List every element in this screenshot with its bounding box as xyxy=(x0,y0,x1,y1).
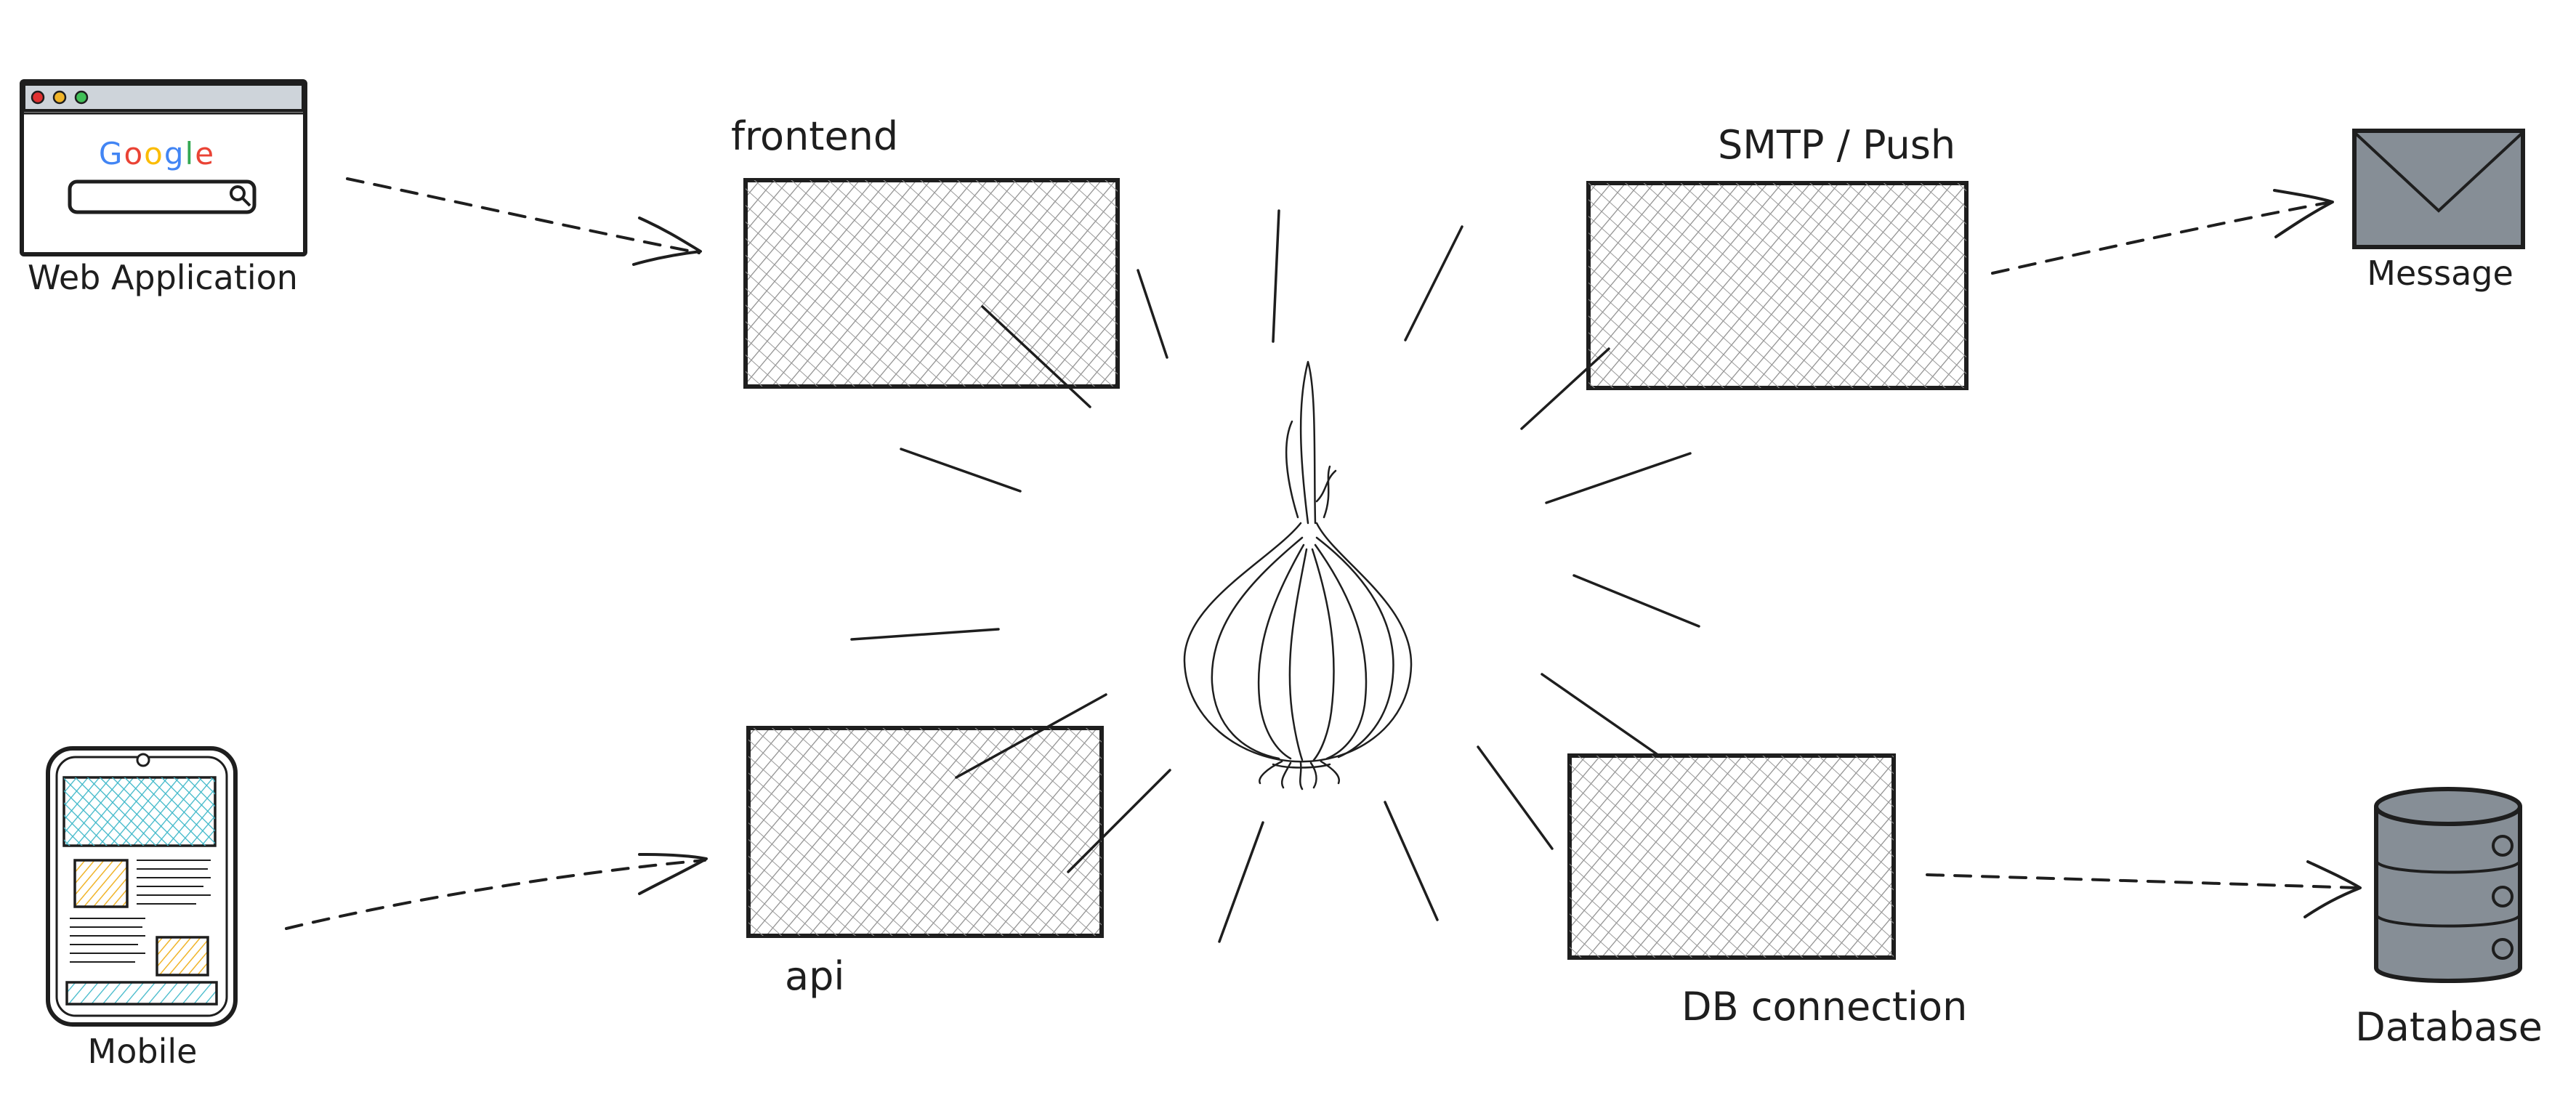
smtp-push-label: SMTP / Push xyxy=(1718,122,1955,168)
search-logo: Google xyxy=(99,136,215,171)
database-label: Database xyxy=(2355,1004,2543,1050)
smtp-push-node: SMTP / Push xyxy=(1586,122,1969,390)
mobile-node: Mobile xyxy=(46,746,238,1071)
arrow-mobile-to-api xyxy=(285,853,708,930)
web-application-label: Web Application xyxy=(28,258,298,297)
search-bar xyxy=(68,179,257,214)
db-connection-node: DB connection xyxy=(1567,753,1967,1030)
browser-window-icon: Google xyxy=(20,79,307,256)
arrow-db-to-database xyxy=(1926,860,2362,918)
database-node: Database xyxy=(2355,787,2543,1050)
radiating-lines xyxy=(850,209,1700,943)
arrow-smtp-to-message xyxy=(1991,189,2334,275)
message-label: Message xyxy=(2367,254,2514,293)
db-connection-label: DB connection xyxy=(1681,984,1967,1030)
mobile-label: Mobile xyxy=(88,1032,198,1071)
arrow-web-to-frontend xyxy=(346,177,702,266)
frontend-node: frontend xyxy=(731,113,1120,389)
frontend-label: frontend xyxy=(731,113,898,159)
phone-icon xyxy=(46,746,238,1027)
web-application-node: Google Web Application xyxy=(20,79,307,297)
search-icon xyxy=(230,185,251,207)
message-node: Message xyxy=(2352,129,2525,293)
text-lines xyxy=(70,860,211,963)
envelope-icon xyxy=(2352,129,2525,249)
database-cylinder-icon xyxy=(2374,787,2522,983)
api-node: api xyxy=(746,726,1104,999)
onion-icon xyxy=(1183,360,1413,790)
api-label: api xyxy=(785,953,844,999)
